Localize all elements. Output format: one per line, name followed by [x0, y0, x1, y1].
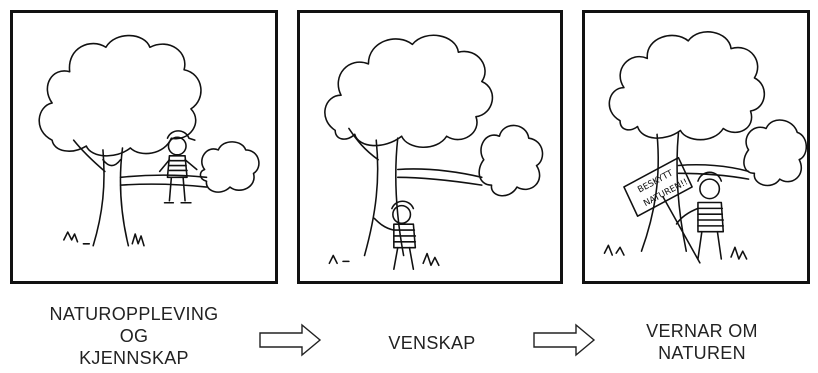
panel-friendship	[297, 10, 563, 284]
caption-line: OG	[119, 326, 149, 346]
caption-line: VENSKAP	[388, 333, 476, 353]
caption-line: KJENNSKAP	[79, 348, 189, 368]
caption-line: VERNAR OM	[646, 321, 758, 341]
arrow-right-icon	[259, 323, 322, 357]
boy-sitting-in-tree-drawing	[38, 34, 260, 247]
boy-with-protest-sign-drawing: BESKYTT NATUREN!!	[603, 31, 807, 264]
boy-hugging-tree-drawing	[324, 34, 544, 270]
caption-friendship: VENSKAP	[342, 332, 522, 354]
panel-protect-nature: BESKYTT NATUREN!!	[582, 10, 810, 284]
arrow-right-icon	[533, 323, 596, 357]
caption-line: NATUROPPLEVING	[49, 304, 219, 324]
caption-line: NATUREN	[658, 343, 746, 363]
caption-protect-nature: VERNAR OM NATUREN	[612, 320, 792, 364]
caption-nature-experience: NATUROPPLEVING OG KJENNSKAP	[24, 303, 244, 369]
panel-nature-experience	[10, 10, 278, 284]
